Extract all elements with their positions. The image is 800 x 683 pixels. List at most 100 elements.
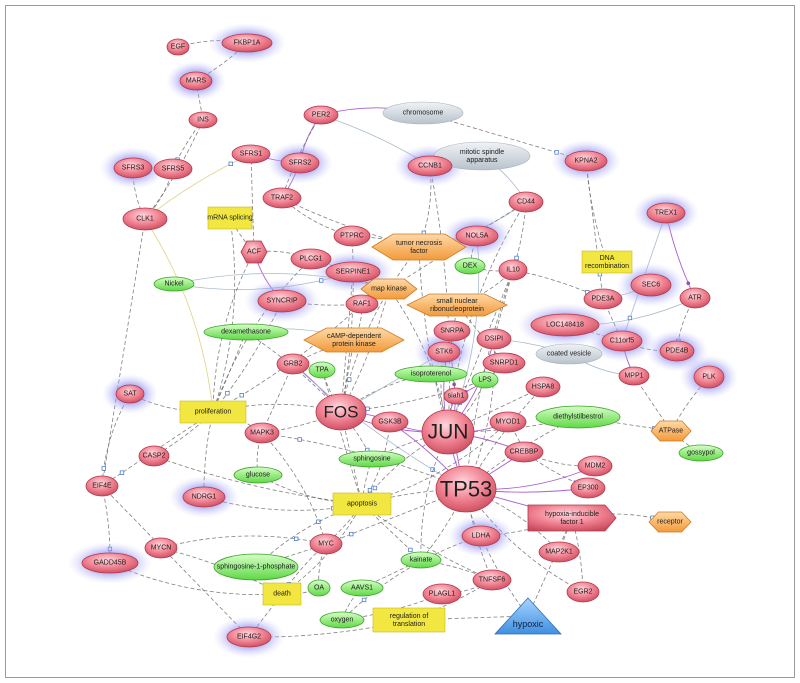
node-eif4e[interactable]: EIF4E [85,475,119,497]
node-death[interactable]: death [262,582,302,606]
node-shape [400,551,442,569]
node-isoproterenol[interactable]: isoproterenol [394,365,468,383]
node-shape [315,393,367,431]
node-proliferation[interactable]: proliferation [179,400,247,424]
node-glucose[interactable]: glucose [233,466,283,484]
node-receptor[interactable]: receptor [648,511,692,533]
node-dexamethasone[interactable]: dexamethasone [203,323,289,341]
node-raf1[interactable]: RAF1 [345,294,379,314]
node-sphingosine[interactable]: sphingosine [338,450,406,468]
node-ndrg1[interactable]: NDRG1 [182,486,226,508]
node-shape [280,152,320,174]
node-mdm2[interactable]: MDM2 [577,455,613,477]
node-serpine1[interactable]: SERPINE1 [325,261,381,283]
node-sfrs2[interactable]: SFRS2 [280,152,320,174]
node-mrna[interactable]: mRNA splicing [207,206,253,230]
node-traf2[interactable]: TRAF2 [262,187,302,209]
node-egf[interactable]: EGF [166,38,190,56]
node-kpna2[interactable]: KPNA2 [564,150,608,172]
node-stk6[interactable]: STK6 [427,341,461,363]
node-tnfsf6[interactable]: TNFSF6 [472,569,512,591]
node-chromosome[interactable]: chromosome [382,101,464,125]
node-snrpd1[interactable]: SNRPD1 [482,352,526,374]
node-sfrs3[interactable]: SFRS3 [113,157,153,179]
node-oxygen[interactable]: oxygen [319,611,365,629]
node-ptprc[interactable]: PTPRC [333,225,371,247]
node-oa[interactable]: OA [307,579,331,597]
node-c11orf5[interactable]: C11orf5 [601,330,643,352]
node-dsipi[interactable]: DSIPI [476,328,512,350]
node-label: MDM2 [585,463,606,470]
node-loc148418[interactable]: LOC148418 [530,313,600,337]
node-tpa[interactable]: TPA [308,361,336,379]
node-snrpa[interactable]: SNRPA [433,320,471,342]
node-siah1[interactable]: siah1 [443,387,469,405]
node-grb2[interactable]: GRB2 [276,353,310,375]
node-label: CREBBP [510,449,539,456]
node-vesicle[interactable]: coated vesicle [535,343,603,365]
node-mycn[interactable]: MYCN [144,537,178,559]
node-eif4g2[interactable]: EIF4G2 [226,626,272,648]
node-dex[interactable]: DEX [454,257,486,275]
node-crebbp[interactable]: CREBBP [504,441,544,463]
node-il10[interactable]: IL10 [498,259,528,281]
node-fos[interactable]: FOS [315,393,367,431]
edge-marker [686,281,691,286]
node-myod1[interactable]: MYOD1 [489,411,527,433]
edge-CASP2-apoptosis [153,455,363,505]
node-cd44[interactable]: CD44 [508,191,544,213]
node-map2k1[interactable]: MAP2K1 [538,541,580,563]
node-per2[interactable]: PER2 [303,105,339,125]
node-sec6[interactable]: SEC6 [630,273,672,297]
node-apoptosis[interactable]: apoptosis [332,492,392,516]
node-aavs1[interactable]: AAVS1 [340,579,384,597]
node-pde3a[interactable]: PDE3A [583,288,623,310]
node-egr2[interactable]: EGR2 [566,581,600,603]
node-shape [650,420,692,442]
node-atr[interactable]: ATR [679,287,711,309]
node-clk1[interactable]: CLK1 [122,207,168,231]
node-gossypol[interactable]: gossypol [678,444,724,462]
node-sfrs5[interactable]: SFRS5 [153,158,193,180]
node-ccnb1[interactable]: CCNB1 [407,155,453,177]
node-ep300[interactable]: EP300 [570,477,606,499]
node-myc[interactable]: MYC [309,533,343,555]
node-gsk3b[interactable]: GSK3B [371,411,409,433]
node-lps[interactable]: LPS [471,371,499,389]
node-hypoxic[interactable]: hypoxic [494,597,562,635]
node-trex1[interactable]: TREX1 [646,202,686,224]
node-fkbp1a[interactable]: FKBP1A [221,33,273,53]
node-mars[interactable]: MARS [179,71,213,91]
node-tp53[interactable]: TP53 [435,465,497,513]
node-atpase[interactable]: ATPase [650,420,692,442]
node-plk[interactable]: PLK [693,365,725,389]
node-plcg1[interactable]: PLCG1 [290,248,332,270]
node-acf[interactable]: ACF [240,240,268,264]
node-gadd45b[interactable]: GADD45B [81,552,139,574]
node-nickel[interactable]: Nickel [153,276,195,292]
node-mpp1[interactable]: MPP1 [618,366,650,386]
node-s1p[interactable]: sphingosine-1-phosphate [213,553,299,581]
node-ins[interactable]: INS [188,111,218,129]
node-sat[interactable]: SAT [115,384,145,404]
node-nol5a[interactable]: NOL5A [455,225,499,247]
node-hspa8[interactable]: HSPA8 [525,376,561,398]
node-des[interactable]: diethylstilbestrol [535,405,621,429]
node-casp2[interactable]: CASP2 [138,445,170,467]
node-syncrip[interactable]: SYNCRIP [257,289,307,313]
node-jun[interactable]: JUN [421,409,475,455]
node-ldha[interactable]: LDHA [461,525,501,547]
node-mapk3[interactable]: MAPK3 [244,422,280,444]
node-pde4b[interactable]: PDE4B [659,340,695,362]
node-kainate[interactable]: kainate [400,551,442,569]
node-plagl1[interactable]: PLAGL1 [422,583,462,605]
node-sfrs1[interactable]: SFRS1 [231,144,271,164]
node-shape [394,365,468,383]
